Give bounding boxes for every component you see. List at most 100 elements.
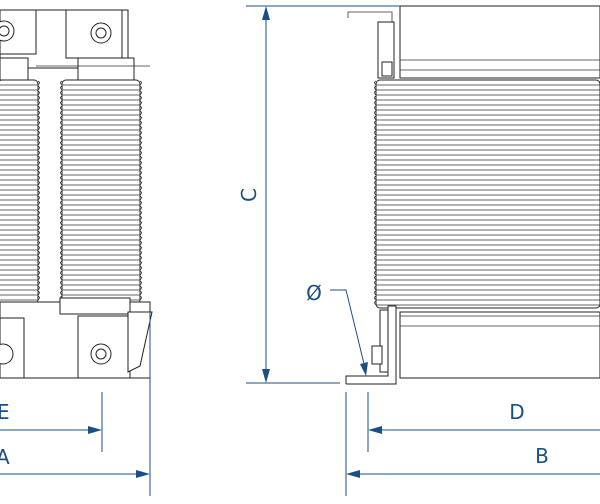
front-left-coil-winding <box>0 180 40 186</box>
front-left-coil-winding <box>0 160 40 166</box>
front-left-coil-winding <box>0 170 40 176</box>
side-coil-winding <box>374 125 600 131</box>
dim-b-label: B <box>535 444 549 468</box>
side-coil-winding <box>374 250 600 256</box>
dim-a-label: A <box>0 445 10 469</box>
front-left-coil-winding <box>0 195 40 201</box>
front-left-coil-winding <box>0 145 40 151</box>
side-coil-winding <box>374 290 600 296</box>
front-left-coil-winding <box>0 210 40 216</box>
side-coil-winding <box>374 185 600 191</box>
front-right-coil-winding <box>60 135 142 141</box>
front-top-left-screw-center <box>0 25 10 37</box>
front-left-coil-winding <box>0 290 40 296</box>
front-right-coil-winding <box>60 210 142 216</box>
side-coil-winding <box>374 210 600 216</box>
front-right-coil-winding <box>60 165 142 171</box>
front-left-coil-winding <box>0 220 40 226</box>
front-left-coil-winding <box>0 200 40 206</box>
side-coil-winding <box>374 215 600 221</box>
side-coil-winding <box>374 150 600 156</box>
front-left-coil-winding <box>0 260 40 266</box>
front-view <box>0 9 153 379</box>
side-mounting-bracket <box>345 305 397 385</box>
front-right-coil-winding <box>60 180 142 186</box>
dim-e-label: E <box>0 400 10 424</box>
front-top-right-screw-center <box>95 27 107 39</box>
front-left-coil-winding <box>0 270 40 276</box>
dim-d-label: D <box>509 400 524 424</box>
front-right-coil-winding <box>60 95 142 101</box>
dim-c-label: C <box>237 188 261 202</box>
front-right-coil-winding <box>60 215 142 221</box>
front-right-coil-winding <box>60 280 142 286</box>
side-coil-winding <box>374 230 600 236</box>
side-coil-winding <box>374 190 600 196</box>
front-left-coil-winding <box>0 90 40 96</box>
side-top-yoke <box>399 5 600 79</box>
side-coil-winding <box>374 110 600 116</box>
side-coil-winding <box>374 260 600 266</box>
front-right-coil-winding <box>60 150 142 156</box>
front-right-coil-winding <box>60 120 142 126</box>
dim-e-arrow <box>88 426 102 434</box>
front-right-coil-winding <box>60 125 142 131</box>
front-right-coil-winding <box>60 195 142 201</box>
side-bottom-yoke <box>399 311 600 379</box>
front-left-coil-winding <box>0 230 40 236</box>
front-right-coil-winding <box>60 245 142 251</box>
front-right-coil-winding <box>60 200 142 206</box>
side-coil-winding <box>374 170 600 176</box>
front-right-coil-winding <box>60 160 142 166</box>
side-coil-winding <box>374 135 600 141</box>
side-coil <box>374 79 600 309</box>
side-coil-winding <box>374 195 600 201</box>
front-left-coil <box>0 79 40 305</box>
side-coil-winding <box>374 85 600 91</box>
front-right-coil-winding <box>60 260 142 266</box>
front-left-coil-winding <box>0 205 40 211</box>
front-right-coil-winding <box>60 205 142 211</box>
dim-b-arrow <box>346 470 360 478</box>
front-right-coil-winding <box>60 275 142 281</box>
front-left-coil-winding <box>0 80 40 86</box>
side-bottom-clamp-bolt <box>371 345 383 365</box>
front-left-coil-winding <box>0 105 40 111</box>
side-coil-winding <box>374 80 600 86</box>
side-coil-winding <box>374 95 600 101</box>
front-left-coil-winding <box>0 245 40 251</box>
front-right-coil-winding <box>60 265 142 271</box>
side-coil-winding <box>374 145 600 151</box>
front-right-coil-winding <box>60 105 142 111</box>
front-left-coil-winding <box>0 95 40 101</box>
side-coil-winding <box>374 155 600 161</box>
dim-phi-label: Ø <box>306 281 322 305</box>
side-coil-winding <box>374 235 600 241</box>
front-left-coil-winding <box>0 190 40 196</box>
front-left-coil-winding <box>0 250 40 256</box>
side-coil-winding <box>374 270 600 276</box>
side-coil-winding <box>374 165 600 171</box>
front-left-coil-winding <box>0 235 40 241</box>
front-left-coil-winding <box>0 85 40 91</box>
side-coil-winding <box>374 160 600 166</box>
front-right-coil-winding <box>60 185 142 191</box>
front-left-coil-winding <box>0 285 40 291</box>
front-left-coil-winding <box>0 100 40 106</box>
front-left-coil-winding <box>0 150 40 156</box>
side-coil-winding <box>374 105 600 111</box>
front-left-coil-winding <box>0 120 40 126</box>
front-right-coil-winding <box>60 230 142 236</box>
side-top-clamp-bolt <box>381 61 393 77</box>
front-right-coil-winding <box>60 235 142 241</box>
front-right-coil-winding <box>60 285 142 291</box>
front-left-coil-winding <box>0 295 40 301</box>
front-left-coil-winding <box>0 125 40 131</box>
front-left-coil-winding <box>0 240 40 246</box>
front-bottom-right-screw-center <box>95 348 107 360</box>
front-right-coil-winding <box>60 175 142 181</box>
front-left-coil-winding <box>0 255 40 261</box>
front-bottom-left-screw <box>0 343 14 365</box>
front-right-coil-winding <box>60 110 142 116</box>
